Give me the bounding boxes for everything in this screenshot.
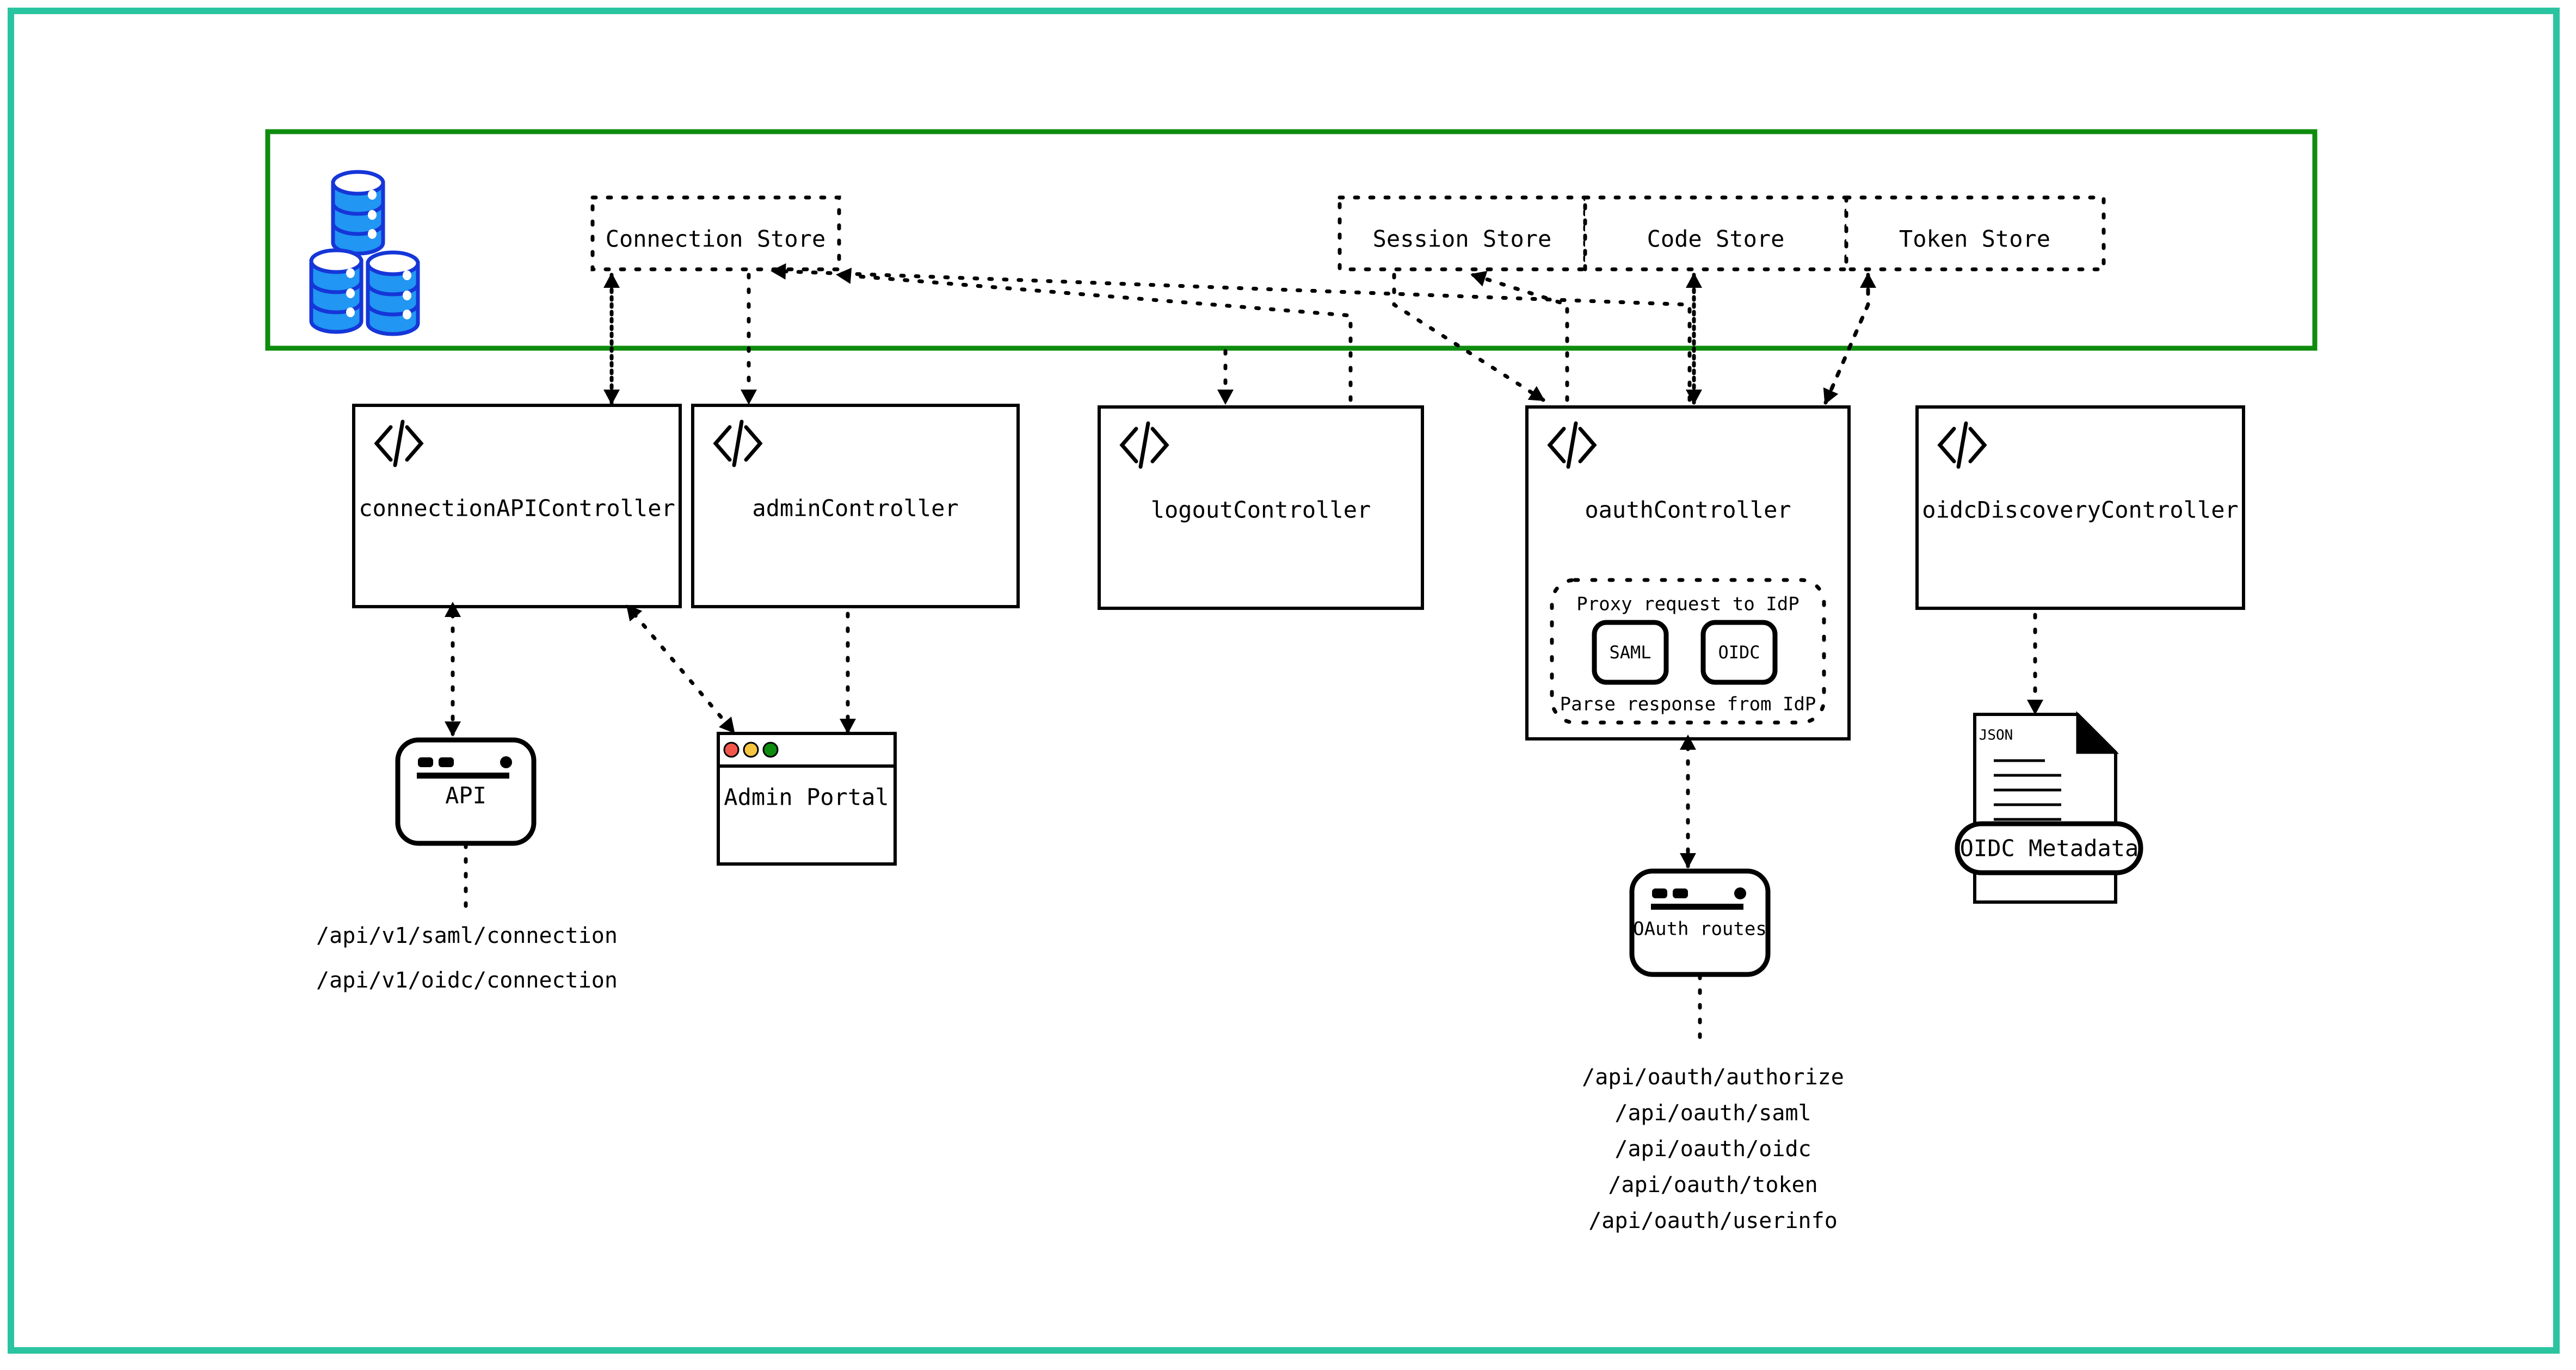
endpoint-oidc-connection: /api/v1/oidc/connection [316, 968, 618, 993]
oauth-controller-label: oauthController [1585, 497, 1791, 523]
close-dot-icon[interactable] [723, 742, 739, 758]
connection-store-label: Connection Store [606, 226, 826, 252]
logout-controller[interactable]: logoutController [1098, 405, 1424, 610]
arrow-oauth-controller-to-session-store [1470, 270, 1569, 402]
document-fold-icon [2076, 711, 2119, 754]
oidc-metadata-doc[interactable]: JSON OIDC Metadata [1955, 711, 2143, 904]
token-store-label: Token Store [1899, 226, 2050, 252]
saml-chip[interactable]: SAML [1592, 620, 1669, 685]
window-titlebar-line [1651, 904, 1743, 910]
saml-chip-label: SAML [1609, 642, 1651, 663]
window-dot-3 [500, 756, 512, 768]
oauth-routes-label: OAuth routes [1633, 918, 1767, 940]
arrow-oauth-controller-to-token-store [1823, 273, 1876, 405]
endpoint-oauth-userinfo: /api/oauth/userinfo [1588, 1208, 1838, 1233]
parse-response-label: Parse response from IdP [1560, 694, 1816, 715]
oidc-chip-label: OIDC [1718, 642, 1760, 663]
arrow-token-store-to-oauth-controller [1823, 273, 1870, 405]
oauth-controller[interactable]: oauthController Proxy request to IdP SAM… [1525, 405, 1851, 740]
window-dot-2 [439, 757, 454, 767]
endpoint-oauth-oidc: /api/oauth/oidc [1614, 1137, 1811, 1162]
oauth-routes-window[interactable]: OAuth routes [1629, 868, 1771, 977]
document-type-label: JSON [1979, 727, 2013, 744]
oidc-chip[interactable]: OIDC [1700, 620, 1778, 685]
session-store-label: Session Store [1373, 226, 1552, 252]
arrow-connection-api-to-admin-portal [626, 604, 736, 734]
arrow-oauth-to-connection-store [771, 263, 1692, 402]
connection-api-controller[interactable]: connectionAPIController [352, 404, 682, 608]
oidc-discovery-controller-label: oidcDiscoveryController [1922, 497, 2239, 523]
window-dot-2 [1673, 888, 1688, 898]
database-stack-icon [309, 170, 420, 336]
session-store[interactable]: Session Store [1338, 195, 1587, 271]
proxy-request-label: Proxy request to IdP [1576, 594, 1799, 615]
admin-portal-window[interactable]: Admin Portal [717, 732, 897, 866]
admin-portal-label: Admin Portal [724, 784, 889, 811]
idp-proxy-region [1550, 578, 1826, 725]
minimize-dot-icon[interactable] [743, 742, 759, 758]
api-window-label: API [445, 782, 486, 809]
window-titlebar-line [417, 773, 509, 779]
maximize-dot-icon[interactable] [762, 742, 779, 758]
oidc-metadata-label: OIDC Metadata [1960, 835, 2139, 862]
endpoint-oauth-saml: /api/oauth/saml [1614, 1101, 1811, 1126]
logout-controller-label: logoutController [1151, 497, 1371, 523]
code-store[interactable]: Code Store [1583, 195, 1848, 271]
window-dot-1 [418, 757, 433, 767]
code-icon [1937, 421, 1987, 469]
admin-controller-label: adminController [752, 495, 958, 522]
code-icon [1119, 421, 1169, 469]
arrow-session-store-to-oauth-controller [1392, 273, 1545, 402]
admin-controller[interactable]: adminController [691, 404, 1020, 608]
window-dot-3 [1734, 887, 1746, 899]
oidc-discovery-controller[interactable]: oidcDiscoveryController [1915, 405, 2245, 610]
endpoint-oauth-authorize: /api/oauth/authorize [1582, 1065, 1844, 1090]
arrow-logout-to-connection-store [836, 267, 1353, 402]
token-store[interactable]: Token Store [1844, 195, 2106, 271]
code-store-label: Code Store [1647, 226, 1785, 252]
connection-store[interactable]: Connection Store [590, 195, 841, 271]
endpoint-oauth-token: /api/oauth/token [1608, 1172, 1817, 1198]
window-dot-1 [1652, 888, 1667, 898]
storage-region-border [265, 129, 2318, 351]
code-icon [374, 419, 424, 467]
code-icon [713, 419, 763, 467]
api-window[interactable]: API [395, 737, 537, 846]
metadata-pill [1955, 821, 2143, 875]
code-icon [1547, 421, 1597, 469]
outer-frame [8, 8, 2560, 1354]
endpoint-saml-connection: /api/v1/saml/connection [316, 923, 618, 948]
connection-api-controller-label: connectionAPIController [359, 495, 675, 522]
